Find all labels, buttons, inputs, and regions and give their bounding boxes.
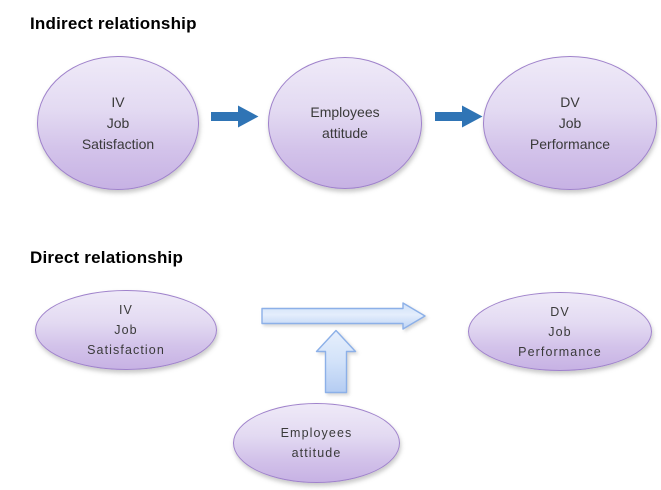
node-line: Performance	[518, 344, 602, 359]
right-arrow-icon	[435, 105, 483, 128]
node-line: Satisfaction	[81, 135, 155, 152]
node-line: Satisfaction	[87, 343, 165, 357]
node-line: Job	[106, 114, 130, 131]
node-indirect-dv-job-performance: DV Job Performance	[483, 56, 657, 190]
long-right-arrow-icon	[261, 302, 426, 330]
indirect-relationship-title: Indirect relationship	[30, 14, 197, 33]
node-direct-dv-job-performance: DV Job Performance	[468, 292, 652, 371]
node-indirect-iv-job-satisfaction: IV Job Satisfaction	[37, 56, 199, 190]
node-line: attitude	[291, 446, 342, 460]
node-line: DV	[550, 304, 570, 319]
node-line: Job	[548, 324, 572, 339]
node-line: Performance	[529, 135, 611, 152]
node-line: Job	[558, 114, 582, 131]
node-direct-employees-attitude: Employees attitude	[233, 403, 400, 483]
right-arrow-icon	[211, 105, 259, 128]
node-line: Employees	[310, 104, 380, 120]
node-line: attitude	[322, 125, 368, 141]
node-line: Employees	[280, 426, 353, 440]
node-line: IV	[111, 93, 125, 110]
node-direct-iv-job-satisfaction: IV Job Satisfaction	[35, 290, 217, 370]
node-line: Job	[114, 323, 138, 337]
node-indirect-employees-attitude: Employees attitude	[268, 57, 422, 189]
node-line: IV	[118, 303, 133, 317]
up-arrow-icon	[315, 329, 357, 394]
direct-relationship-title: Direct relationship	[30, 248, 184, 267]
node-line: DV	[560, 93, 580, 110]
